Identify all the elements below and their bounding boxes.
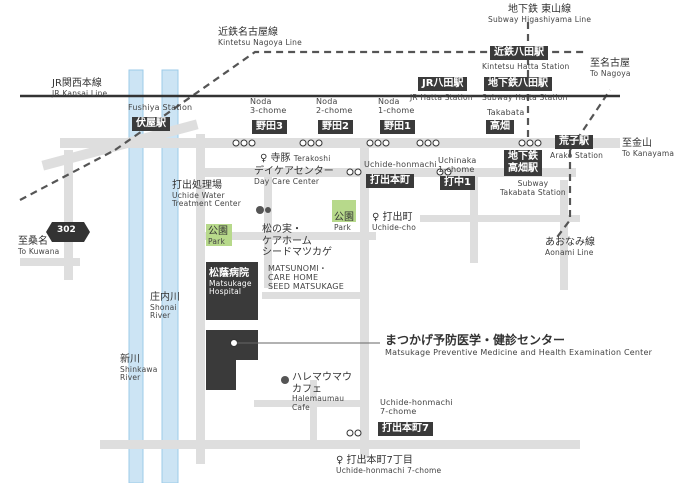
arako-station: 荒子駅 — [555, 135, 593, 149]
kintetsu-line — [114, 50, 585, 151]
hospital-building — [206, 262, 258, 320]
honmachi7-stop: 打出本町7 — [378, 422, 433, 436]
center-label: まつかげ予防医学・健診センター Matsukage Preventive Med… — [385, 333, 653, 357]
roads — [20, 119, 620, 464]
route-302-label: 302 — [57, 225, 76, 235]
kuwana-line — [19, 149, 116, 201]
aonami-line — [554, 150, 572, 241]
arako-en: Arako Station — [550, 151, 604, 160]
park-left — [206, 224, 232, 246]
kintetsu-hatta-station: 近鉄八田駅 — [490, 46, 548, 60]
shonai-river — [161, 69, 179, 483]
jr-hatta-en: JR Hatta Station — [410, 93, 473, 102]
honmachi-stop: 打出本町 — [366, 174, 414, 188]
subway-hatta-en: Subway Hatta Station — [482, 93, 568, 102]
route-302-badge — [46, 222, 90, 242]
fushiya-station: 伏屋駅 — [132, 117, 170, 131]
terakoshi-label: ♀ 寺豚 Terakoshi — [260, 153, 331, 164]
uchinaka-stop: 打中1 — [440, 176, 475, 190]
subway-hatta-station: 地下鉄八田駅 — [484, 77, 552, 91]
takabata-stop: 高畑 — [486, 120, 514, 134]
kintetsu-hatta-en: Kintetsu Hatta Station — [482, 62, 570, 71]
noda1-stop: 野田1 — [380, 120, 415, 134]
fushiya-en: Fushiya Station — [128, 103, 193, 112]
noda3-stop: 野田3 — [252, 120, 287, 134]
noda2-stop: 野田2 — [318, 120, 353, 134]
honmachi-en: Uchide-honmachi — [364, 160, 437, 169]
takabata-en: Takabata — [487, 108, 525, 117]
jr-hatta-station: JR八田駅 — [418, 77, 468, 91]
park-right — [332, 200, 356, 222]
center-building — [206, 330, 258, 390]
bus-stop-dots — [232, 139, 542, 437]
matsunomi-label: 松の実・ケアホームシードマツカゲ — [262, 224, 332, 258]
shinkawa-river — [128, 69, 144, 483]
subway-takabata-station: 地下鉄高畑駅 — [504, 150, 542, 176]
